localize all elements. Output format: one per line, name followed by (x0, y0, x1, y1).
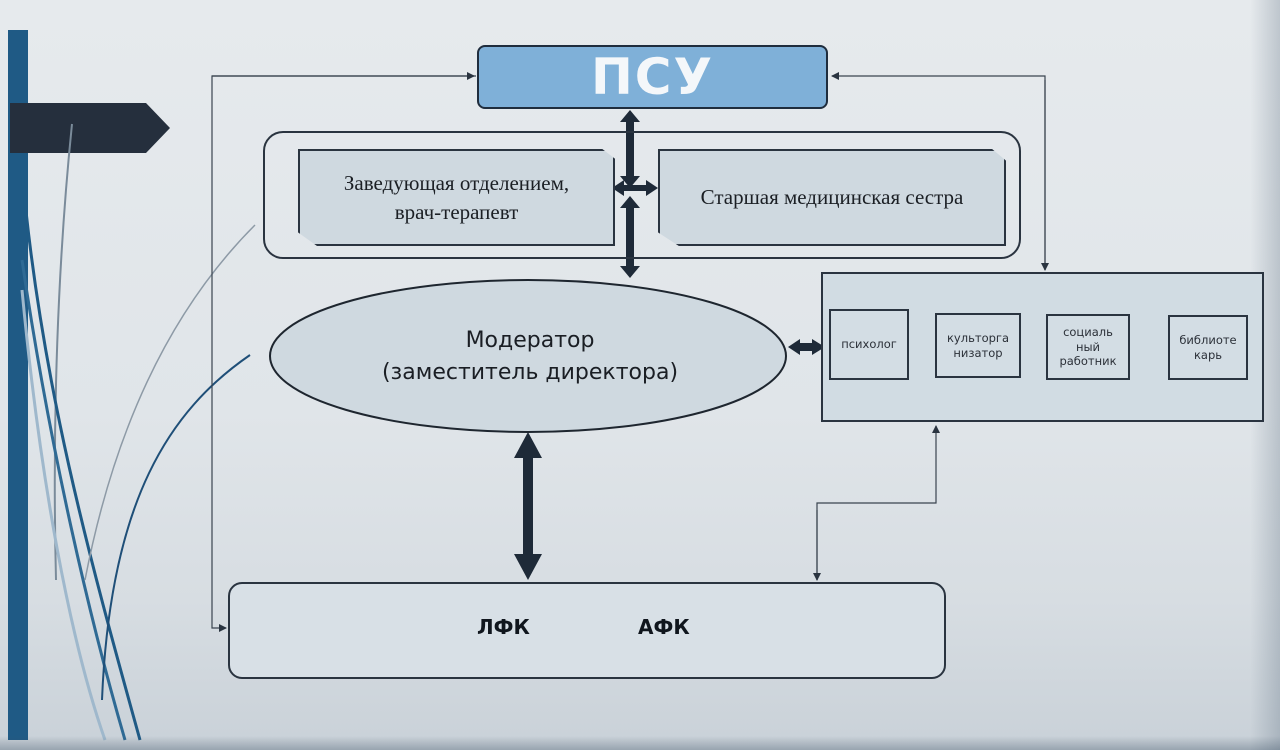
psu-label: ПСУ (590, 48, 715, 106)
decor-curve (20, 169, 142, 741)
signpost-pole (8, 30, 28, 740)
decor-curve (20, 289, 107, 741)
page-bottom-shadow (0, 736, 1280, 750)
psu-node: ПСУ (477, 45, 828, 109)
specialist-label-line: социаль (1063, 324, 1113, 339)
specialist-label-line: карь (1193, 347, 1223, 362)
specialist-label-line: низатор (953, 345, 1003, 360)
lfk-label: ЛФК (477, 615, 530, 639)
specialist-cultural-organizer: культорга низатор (935, 313, 1021, 378)
decor-curve (53, 123, 73, 581)
specialist-social-worker: социаль ный работник (1046, 314, 1130, 380)
senior-nurse-node: Старшая медицинская сестра (658, 149, 1006, 246)
signpost-arrow (10, 103, 170, 153)
head-label-line: Заведующая отделением, (343, 171, 570, 196)
specialist-librarian: библиоте карь (1168, 315, 1248, 380)
head-label-line: врач-терапевт (394, 199, 519, 224)
decor-curve (20, 259, 127, 741)
specialist-label-line: психолог (841, 337, 897, 352)
senior-nurse-label: Старшая медицинская сестра (700, 185, 964, 210)
specialist-psychologist: психолог (829, 309, 909, 380)
lfk-afk-node (228, 582, 946, 679)
decor-curve (84, 224, 256, 581)
leadership-group (263, 131, 1021, 259)
moderator-label-line: Модератор (465, 328, 595, 354)
moderator-label-line: (заместитель директора) (381, 360, 679, 385)
specialist-label-line: библиоте (1179, 332, 1237, 347)
head-of-department-node: Заведующая отделением, врач-терапевт (298, 149, 615, 246)
afk-label: АФК (638, 615, 690, 639)
specialist-label-line: работник (1059, 354, 1117, 369)
specialist-label-line: ный (1075, 339, 1101, 354)
moderator-node: Модератор (заместитель директора) (270, 282, 790, 432)
specialist-label-line: культорга (946, 330, 1009, 345)
